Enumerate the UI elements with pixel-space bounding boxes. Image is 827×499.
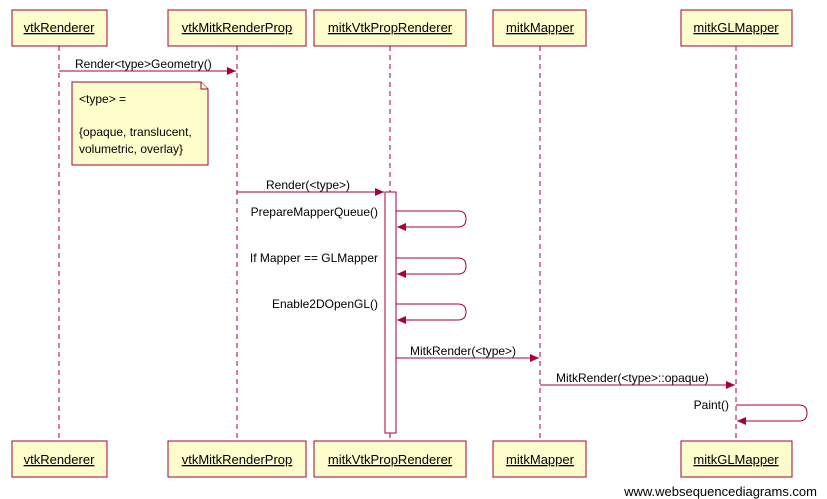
watermark[interactable]: www.websequencediagrams.com: [624, 484, 817, 499]
note-line: {opaque, translucent,: [79, 125, 192, 139]
actor-bottom-mitkVtkPropRenderer: mitkVtkPropRenderer: [313, 440, 467, 478]
message-if-mapper: If Mapper == GLMapper: [250, 251, 467, 278]
actor-label: mitkVtkPropRenderer: [328, 452, 453, 467]
actor-bottom-vtkRenderer: vtkRenderer: [11, 440, 108, 478]
message-label: If Mapper == GLMapper: [250, 251, 378, 265]
actor-label: vtkRenderer: [24, 20, 95, 35]
actor-label: vtkRenderer: [24, 452, 95, 467]
message-label: Render(<type>): [266, 178, 350, 192]
actor-label: mitkVtkPropRenderer: [328, 20, 453, 35]
actor-label: vtkMitkRenderProp: [182, 452, 293, 467]
message-render-type: Render(<type>): [237, 178, 384, 196]
note-line: volumetric, overlay}: [79, 142, 183, 156]
actor-label: mitkMapper: [506, 20, 575, 35]
message-label: Render<type>Geometry(): [75, 57, 212, 71]
actor-label: vtkMitkRenderProp: [182, 20, 293, 35]
activation-bar: [384, 191, 397, 434]
message-render-geometry: Render<type>Geometry(): [59, 57, 236, 75]
message-label: PrepareMapperQueue(): [251, 205, 378, 219]
note-line: <type> =: [79, 92, 126, 106]
actor-top-vtkRenderer: vtkRenderer: [11, 9, 108, 47]
actor-label: mitkMapper: [506, 452, 575, 467]
note-type-definition: <type> = {opaque, translucent, volumetri…: [71, 81, 209, 166]
message-prepare-mapper-queue: PrepareMapperQueue(): [251, 205, 467, 231]
actor-top-vtkMitkRenderProp: vtkMitkRenderProp: [167, 9, 307, 47]
actor-bottom-mitkMapper: mitkMapper: [492, 440, 587, 478]
message-enable-2d-opengl: Enable2DOpenGL(): [272, 297, 467, 324]
message-label: MitkRender(<type>::opaque): [556, 371, 709, 385]
actor-top-mitkVtkPropRenderer: mitkVtkPropRenderer: [313, 9, 467, 47]
actor-bottom-mitkGLMapper: mitkGLMapper: [680, 440, 793, 478]
message-label: Enable2DOpenGL(): [272, 297, 378, 311]
actor-label: mitkGLMapper: [693, 452, 779, 467]
message-label: MitkRender(<type>): [410, 344, 516, 358]
message-label: Paint(): [694, 398, 729, 412]
actor-top-mitkMapper: mitkMapper: [492, 9, 587, 47]
actor-bottom-vtkMitkRenderProp: vtkMitkRenderProp: [167, 440, 307, 478]
message-mitk-render: MitkRender(<type>): [396, 344, 539, 362]
actor-label: mitkGLMapper: [693, 20, 779, 35]
actor-top-mitkGLMapper: mitkGLMapper: [680, 9, 793, 47]
message-paint: Paint(): [694, 398, 808, 425]
message-mitk-render-opaque: MitkRender(<type>::opaque): [540, 371, 735, 389]
